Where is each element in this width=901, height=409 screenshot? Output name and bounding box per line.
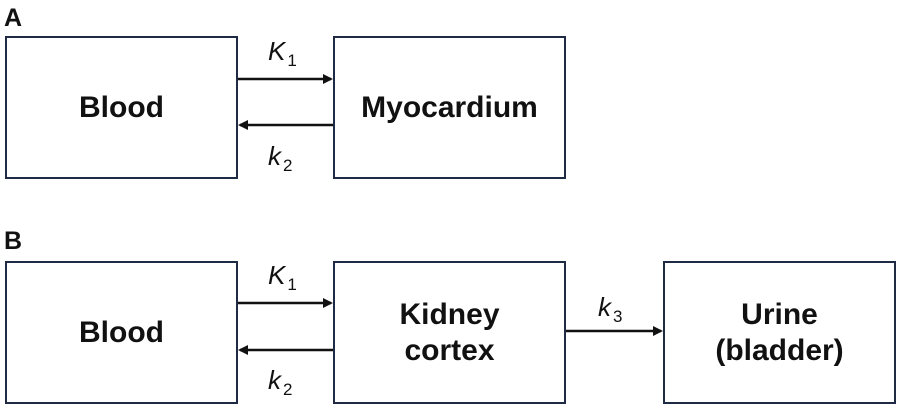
kidney-cortex-line2: cortex xyxy=(404,333,495,367)
rate-k1-b-symbol: K xyxy=(268,260,286,290)
blood-compartment-a: Blood xyxy=(5,36,238,179)
urine-bladder-label: Urine (bladder) xyxy=(715,297,843,369)
urine-bladder-line1: Urine xyxy=(741,297,818,331)
kidney-cortex-compartment: Kidney cortex xyxy=(333,261,566,404)
urine-bladder-compartment: Urine (bladder) xyxy=(663,261,896,404)
rate-k1-a-subscript: 1 xyxy=(287,51,297,70)
rate-k2-b-symbol: k xyxy=(268,365,281,395)
rate-k3-subscript: 3 xyxy=(613,307,623,326)
kidney-cortex-line1: Kidney xyxy=(399,297,500,331)
rate-k2-a-subscript: 2 xyxy=(283,156,293,175)
rate-k2-b-subscript: 2 xyxy=(283,380,293,399)
rate-k1-b-subscript: 1 xyxy=(287,275,297,294)
panel-a-label: A xyxy=(4,4,23,32)
myocardium-label: Myocardium xyxy=(361,90,538,124)
rate-k2-a-symbol: k xyxy=(268,141,281,171)
kidney-cortex-label: Kidney cortex xyxy=(399,297,499,369)
urine-bladder-line2: (bladder) xyxy=(715,333,844,367)
blood-compartment-b: Blood xyxy=(5,261,238,404)
blood-label-b: Blood xyxy=(79,315,164,349)
myocardium-compartment: Myocardium xyxy=(333,36,566,179)
panel-b-label: B xyxy=(4,227,23,255)
blood-label-a: Blood xyxy=(79,90,164,124)
rate-k3-symbol: k xyxy=(598,292,611,322)
rate-k1-a-symbol: K xyxy=(268,36,286,66)
